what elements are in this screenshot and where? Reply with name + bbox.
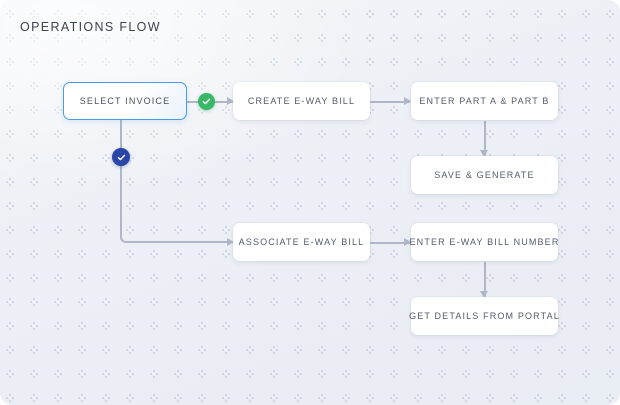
flow-node-label: ENTER PART A & PART B: [419, 96, 550, 106]
arrowhead-select-to-create: [227, 97, 234, 105]
flow-node-save-and-generate[interactable]: SAVE & GENERATE: [411, 156, 558, 194]
flow-node-label: ASSOCIATE E-WAY BILL: [238, 237, 365, 247]
flow-node-label: SAVE & GENERATE: [434, 170, 535, 180]
flow-node-label: SELECT INVOICE: [79, 96, 171, 106]
flow-node-get-details-from-portal[interactable]: GET DETAILS FROM PORTAL: [409, 297, 560, 335]
flow-node-enter-part-a-part-b[interactable]: ENTER PART A & PART B: [411, 82, 558, 120]
arrowhead-enternumber-to-getdetails: [480, 291, 488, 298]
flow-node-label: CREATE E-WAY BILL: [247, 96, 356, 106]
check-icon: [202, 97, 211, 106]
flow-node-label: GET DETAILS FROM PORTAL: [409, 311, 560, 321]
arrowhead-enterparts-to-save: [480, 150, 488, 157]
arrowhead-associate-to-enternumber: [404, 238, 411, 246]
connector-enternumber-to-getdetails: [484, 262, 486, 297]
flow-node-create-eway-bill[interactable]: CREATE E-WAY BILL: [233, 82, 370, 120]
flow-node-enter-eway-bill-number[interactable]: ENTER E-WAY BILL NUMBER: [409, 223, 560, 261]
arrowhead-create-to-enterparts: [404, 97, 411, 105]
flow-node-select-invoice[interactable]: SELECT INVOICE: [63, 82, 187, 120]
arrowhead-elbow-to-associate: [227, 238, 234, 246]
connector-elbow-to-associate: [120, 195, 233, 243]
flow-node-label: ENTER E-WAY BILL NUMBER: [409, 237, 560, 247]
page-title: OPERATIONS FLOW: [20, 20, 161, 34]
connector-create-to-enterparts: [370, 101, 410, 103]
connector-enterparts-to-save: [484, 121, 486, 156]
status-badge-create-eway[interactable]: [198, 93, 215, 110]
status-badge-associate-eway[interactable]: [112, 148, 130, 166]
flow-node-associate-eway-bill[interactable]: ASSOCIATE E-WAY BILL: [233, 223, 370, 261]
check-icon: [117, 153, 126, 162]
connector-associate-to-enternumber: [370, 242, 410, 244]
